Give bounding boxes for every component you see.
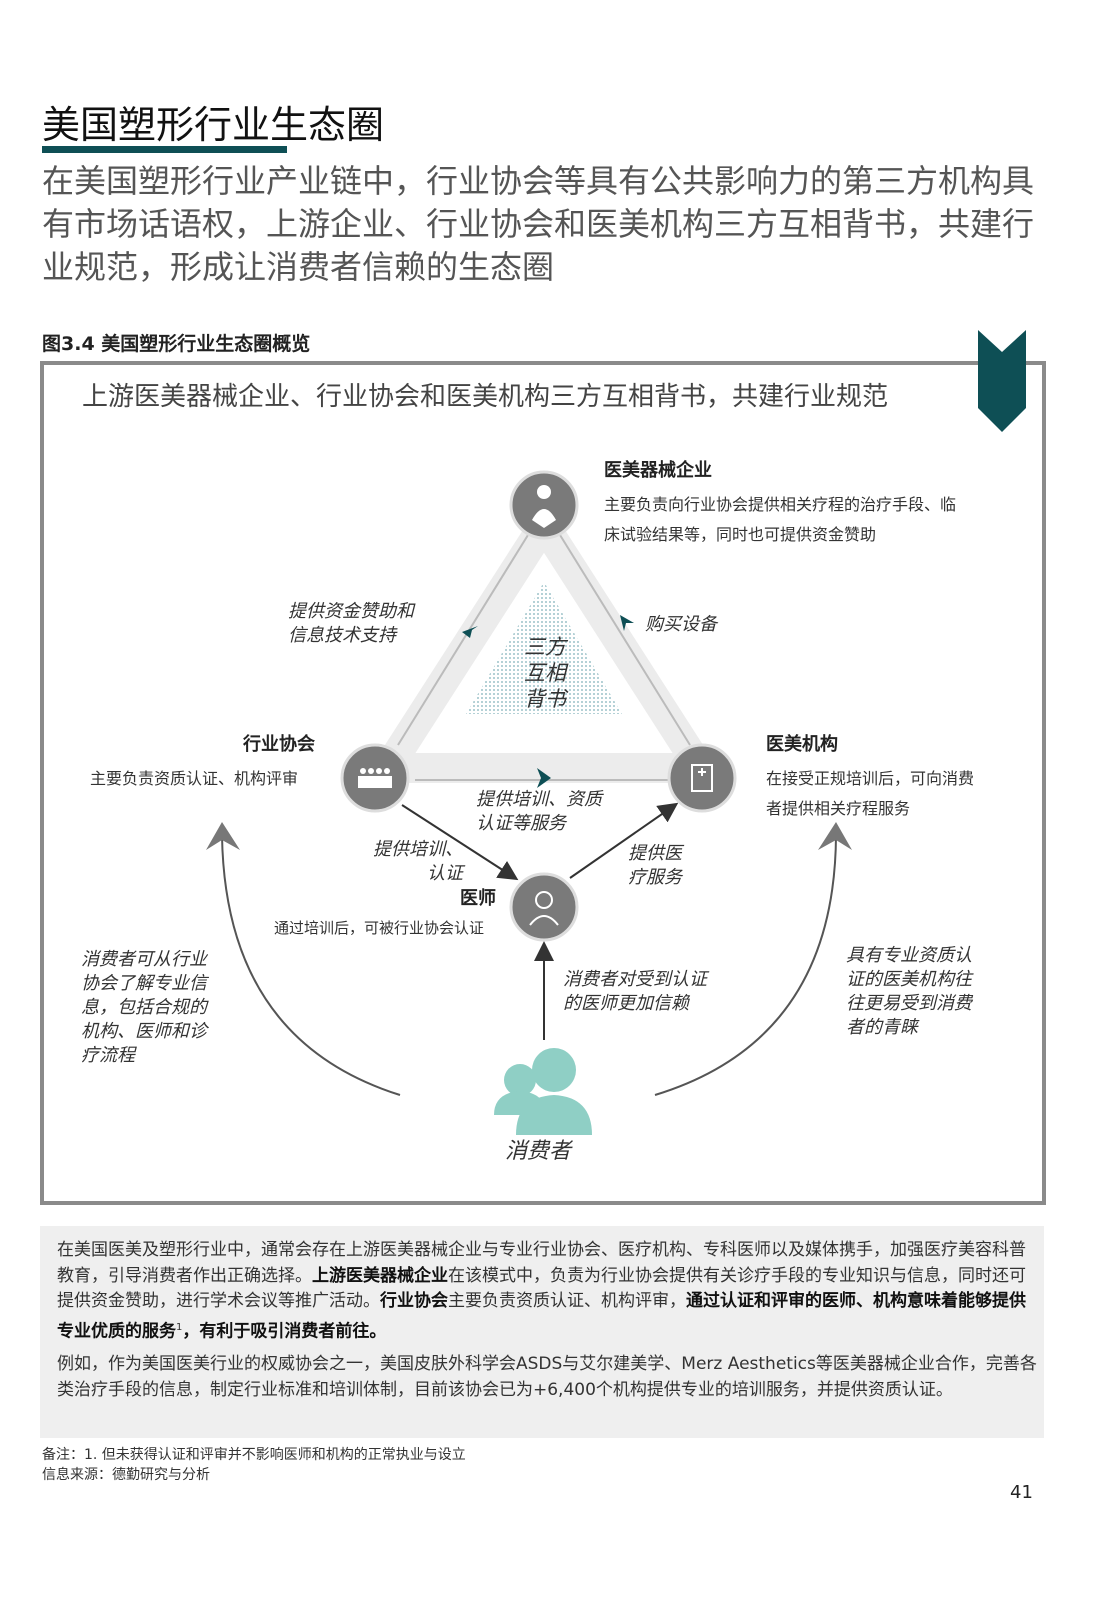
label-line: 疗流程 [81,1045,135,1066]
page-title: 美国塑形行业生态圈 [42,103,385,147]
line-doctor-inst [569,802,679,879]
label-line: 机构、医师和诊 [81,1021,207,1042]
summary-run: 上游医美器械企业 [312,1265,448,1286]
consumer-icon [494,1048,592,1135]
label-line: 者的青睐 [846,1017,918,1038]
page-number: 41 [1010,1482,1033,1503]
label-line: 的医师更加信赖 [563,993,689,1014]
association-desc: 主要负责资质认证、机构评审 [90,769,299,788]
arrow-assoc [206,822,240,850]
desc-line: 床试验结果等，同时也可提供资金赞助 [604,525,877,544]
edge-training-cert-label: 提供培训、资质认证等服务 [476,788,602,836]
summary-run: 通过认证和评审的医师、机构意味着能够提供专业优质的服务 [57,1291,1026,1342]
label-line: 信息技术支持 [288,625,396,646]
center-dotted-triangle [466,582,622,714]
label-line: 消费者对受到认证 [563,969,707,990]
bookmark-icon [978,330,1026,432]
page-subtitle: 在美国塑形行业产业链中，行业协会等具有公共影响力的第三方机构具有市场话语权，上游… [42,162,1035,286]
edge-consumer-doctor-label: 消费者对受到认证的医师更加信赖 [563,968,707,1016]
summary-run: 在该模式中，负责为行业协会提供有关诊疗手段的专业知识与信息，同时还可提供资金赞助… [57,1265,1026,1312]
source-note: 信息来源：德勤研究与分析 [42,1467,210,1483]
label-line: 往更易受到消费 [846,993,972,1014]
manufacturer-title: 医美器械企业 [604,460,712,481]
center-line: 三方 [524,635,566,659]
summary-paragraph-2: 例如，作为美国医美行业的权威协会之一，美国皮肤外科学会ASDS与艾尔建美学、Me… [57,1354,1037,1400]
line-assoc-doctor [401,804,519,881]
edge-consumer-inst-label: 具有专业资质认证的医美机构往往更易受到消费者的青睐 [846,944,972,1040]
institution-title: 医美机构 [766,734,838,755]
summary-run: 主要负责资质认证、机构评审， [448,1291,686,1311]
label-line: 认证等服务 [476,813,566,834]
summary-run: 1 [176,1321,183,1333]
summary-paragraph-1: 在美国医美及塑形行业中，通常会存在上游医美器械企业与专业行业协会、医疗机构、专科… [57,1238,1037,1345]
edge-train-doctor-label: 提供培训、认证 [373,838,463,886]
label-line: 提供资金赞助和 [288,601,414,622]
edge-funding-label: 提供资金赞助和信息技术支持 [288,600,414,648]
label-line: 协会了解专业信 [81,973,207,994]
doctor-icon [509,872,579,942]
figure-frame [40,361,1046,1205]
consumer-title: 消费者 [505,1139,572,1164]
label-line: 消费者可从行业 [81,949,207,970]
label-line: 提供培训、资质 [476,789,602,810]
label-line: 息，包括合规的 [81,997,207,1018]
curve-consumer-inst [654,834,837,1096]
label-line: 具有专业资质认 [846,945,972,966]
desc-line: 者提供相关疗程服务 [766,799,911,818]
figure-caption: 图3.4 美国塑形行业生态圈概览 [42,333,311,355]
label-line: 提供医 [628,843,682,864]
doctor-desc: 通过培训后，可被行业协会认证 [274,919,485,937]
edge-medical-service-label: 提供医疗服务 [628,842,682,890]
arrow-training [537,768,551,788]
institution-desc: 在接受正规培训后，可向消费者提供相关疗程服务 [766,764,974,824]
label-line: 提供培训、 [373,839,463,860]
title-underline [42,146,287,153]
center-line: 互相 [524,661,566,685]
footnote: 备注：1. 但未获得认证和评审并不影响医师和机构的正常执业与设立 [42,1447,466,1463]
center-label: 三方互相背书 [524,634,566,712]
label-line: 认证 [427,863,463,884]
manufacturer-icon [509,470,579,540]
desc-line: 主要负责向行业协会提供相关疗程的治疗手段、临 [604,495,957,514]
manufacturer-desc: 主要负责向行业协会提供相关疗程的治疗手段、临床试验结果等，同时也可提供资金赞助 [604,490,956,550]
association-icon [340,743,410,813]
association-title: 行业协会 [243,734,315,755]
figure-heading: 上游医美器械企业、行业协会和医美机构三方互相背书，共建行业规范 [82,382,889,412]
label-line: 证的医美机构往 [846,969,972,990]
center-line: 背书 [524,687,566,711]
label-line: 疗服务 [628,867,682,888]
summary-run: 行业协会 [380,1291,448,1311]
arrow-inst [818,822,852,850]
arrow-buy [620,615,634,631]
arrow-funding [462,626,478,638]
summary-textbox: 在美国医美及塑形行业中，通常会存在上游医美器械企业与专业行业协会、医疗机构、专科… [40,1226,1044,1438]
summary-run: 在美国医美及塑形行业中，通常会存在上游医美器械企业与专业行业协会、医疗机构、专科… [57,1240,1026,1286]
edge-consumer-assoc-label: 消费者可从行业协会了解专业信息，包括合规的机构、医师和诊疗流程 [81,948,207,1068]
doctor-title: 医师 [460,888,496,909]
edge-buy-label: 购买设备 [645,614,717,635]
summary-run: ，有利于吸引消费者前往。 [182,1321,387,1342]
desc-line: 在接受正规培训后，可向消费 [766,769,975,788]
curve-consumer-assoc [221,834,401,1096]
institution-icon [667,743,737,813]
